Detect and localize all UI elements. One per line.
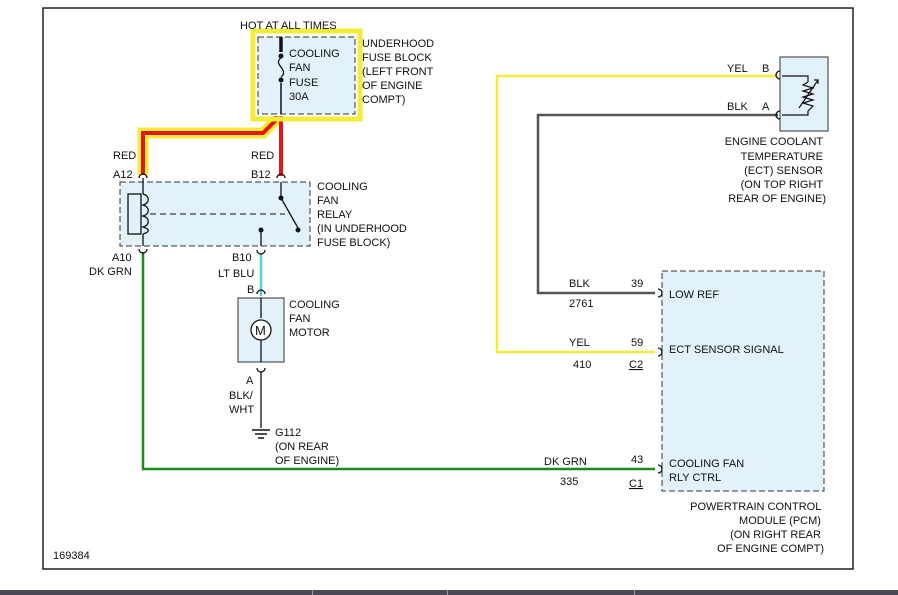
pcm-fan-ctrl-label: COOLING FAN RLY CTRL bbox=[669, 458, 747, 484]
toolbar-segment bbox=[0, 590, 313, 595]
pcm-low-ref-label: LOW REF bbox=[669, 289, 719, 301]
circuit-2761: 2761 bbox=[569, 298, 593, 310]
fuse-symbol bbox=[277, 53, 285, 114]
ground-icon bbox=[252, 429, 270, 439]
power-source-label: HOT AT ALL TIMES bbox=[240, 20, 337, 32]
pcm-label: POWERTRAIN CONTROL MODULE (PCM) (ON RIGH… bbox=[690, 501, 824, 555]
wire-color-dk-grn-relay: DK GRN bbox=[89, 266, 132, 278]
relay-terminals bbox=[138, 173, 286, 255]
wire-color-dk-grn-pcm: DK GRN bbox=[544, 456, 587, 468]
terminal-sensor-b: B bbox=[762, 63, 769, 75]
connector-c2: C2 bbox=[629, 359, 643, 371]
wire-color-red-left: RED bbox=[113, 150, 136, 162]
circuit-335: 335 bbox=[560, 476, 578, 488]
motor-symbol: M bbox=[255, 323, 266, 338]
relay-switch bbox=[258, 182, 301, 246]
terminal-a12: A12 bbox=[113, 169, 133, 181]
wire-color-yel-pcm: YEL bbox=[569, 337, 590, 349]
wire-color-lt-blu: LT BLU bbox=[218, 268, 254, 280]
circuit-410: 410 bbox=[573, 359, 591, 371]
ect-sensor bbox=[775, 56, 829, 132]
pcm-ect-signal-label: ECT SENSOR SIGNAL bbox=[669, 344, 784, 356]
yel-wire bbox=[495, 74, 778, 354]
terminal-motor-a: A bbox=[246, 375, 254, 387]
blk-wire bbox=[536, 113, 778, 295]
terminal-b12: B12 bbox=[251, 169, 271, 181]
terminal-b10: B10 bbox=[232, 252, 252, 264]
wire-color-red-right: RED bbox=[251, 150, 274, 162]
pin-59: 59 bbox=[631, 337, 643, 349]
fuse-block bbox=[250, 28, 363, 122]
wire-color-blk-wht: BLK/ WHT bbox=[229, 390, 256, 416]
terminal-motor-b: B bbox=[247, 284, 254, 296]
toolbar-segment bbox=[312, 590, 448, 595]
relay-label: COOLING FAN RELAY (IN UNDERHOOD FUSE BLO… bbox=[317, 181, 410, 249]
motor-label: COOLING FAN MOTOR bbox=[289, 299, 343, 339]
ect-sensor-label: ENGINE COOLANT TEMPERATURE (ECT) SENSOR … bbox=[725, 136, 826, 205]
ground-label: G112 (ON REAR OF ENGINE) bbox=[275, 427, 339, 467]
relay-coil bbox=[127, 190, 285, 246]
fuse-label: COOLING FAN FUSE 30A bbox=[289, 48, 343, 103]
bottom-toolbar-strip bbox=[0, 590, 898, 595]
wire-color-blk-pcm: BLK bbox=[569, 278, 590, 290]
pin-43: 43 bbox=[631, 454, 643, 466]
terminal-sensor-a: A bbox=[762, 101, 770, 113]
wire-color-blk-sensor: BLK bbox=[727, 101, 748, 113]
toolbar-segment bbox=[447, 590, 635, 595]
fan-motor bbox=[237, 289, 285, 373]
dk-grn-wire bbox=[141, 252, 655, 471]
wire-color-yel-sensor: YEL bbox=[727, 63, 748, 75]
figure-number: 169384 bbox=[53, 550, 90, 562]
fuse-block-label: UNDERHOOD FUSE BLOCK (LEFT FRONT OF ENGI… bbox=[362, 38, 437, 106]
pcm-box bbox=[657, 270, 825, 492]
connector-c1: C1 bbox=[629, 478, 643, 490]
pin-39: 39 bbox=[631, 278, 643, 290]
terminal-a10: A10 bbox=[112, 252, 132, 264]
